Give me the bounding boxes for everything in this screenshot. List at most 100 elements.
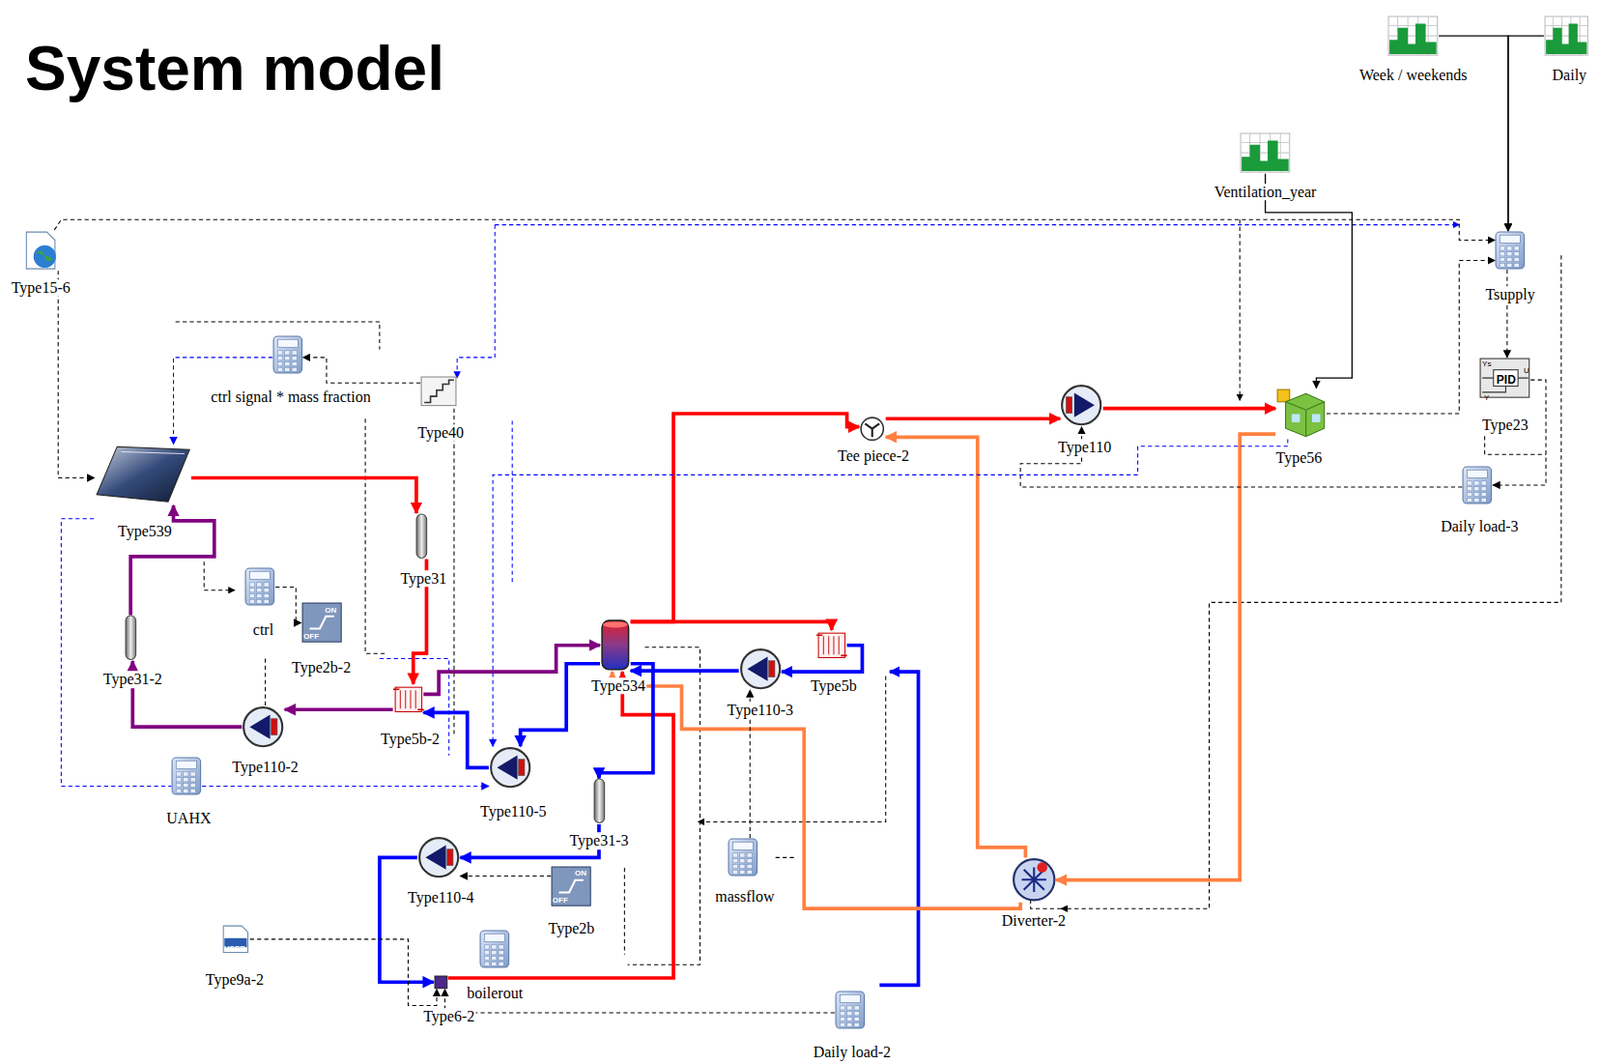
icon-part: [425, 844, 446, 869]
icon-part: [264, 594, 270, 599]
component-node: Type40: [420, 375, 458, 407]
control-connector: [54, 219, 1495, 240]
icon-part: [96, 447, 190, 503]
icon-part: [264, 599, 270, 603]
icon-part: [1499, 262, 1505, 267]
icon-part: [250, 599, 256, 603]
icon-part: [490, 747, 530, 787]
component-label: Type110-2: [230, 758, 300, 776]
icon-part: [424, 379, 455, 402]
icon-part: [491, 956, 497, 961]
icon-part: [746, 853, 752, 858]
icon-part: [485, 950, 490, 955]
signal-wire: [512, 420, 514, 582]
component-label: Type110-4: [406, 889, 476, 908]
icon-part: [277, 362, 283, 367]
icon-part: [839, 1005, 845, 1010]
icon-part: [559, 879, 584, 892]
icon-part: [854, 1023, 859, 1028]
icon-part: [1514, 257, 1519, 261]
icon-part: [1493, 369, 1518, 386]
icon-part: [491, 950, 497, 955]
icon-part: [498, 944, 504, 949]
calc-icon: [272, 335, 304, 374]
icon-part: [1507, 251, 1513, 256]
icon-part: [746, 656, 768, 681]
icon-part: [496, 755, 517, 780]
title: System model: [25, 34, 445, 103]
component-node: Tsupply: [1494, 230, 1526, 270]
sched-icon: [1239, 132, 1291, 173]
component-label: Type31-3: [568, 831, 629, 850]
control-wire: [775, 857, 795, 858]
component-node: Diverter-2: [1011, 857, 1057, 902]
component-label: Type56: [1275, 449, 1324, 467]
control-connector: [201, 785, 489, 787]
signal-wire: [457, 225, 495, 378]
icon-part: [1462, 466, 1492, 504]
control-wire: [628, 647, 701, 965]
calc-icon: [1494, 230, 1526, 270]
icon-text: OFF: [552, 896, 569, 905]
icon-part: [854, 1011, 859, 1016]
icon-part: [190, 776, 196, 781]
component-node: Daily load-3: [1461, 465, 1493, 505]
icon-part: [1499, 251, 1505, 256]
icon-part: [1467, 491, 1473, 496]
icon-part: [1481, 497, 1486, 502]
pipe-connector: [285, 707, 394, 712]
control-connector: [492, 438, 1288, 746]
component-label: Type31: [399, 570, 448, 588]
component-label: Type5b: [809, 677, 858, 695]
icon-part: [1481, 491, 1486, 496]
icon-part: [1285, 394, 1325, 437]
control-wire: [175, 321, 380, 350]
pipe-connector: [630, 413, 860, 622]
icon-part: [447, 849, 454, 866]
component-label: massflow: [714, 888, 775, 907]
pipe-connector: [885, 436, 1027, 858]
icon-part: [183, 782, 189, 787]
icon-part: [1544, 25, 1588, 27]
signal-wire: [60, 518, 172, 787]
icon-part: [1544, 34, 1588, 36]
icon-part: [36, 250, 54, 260]
icon-part: [421, 376, 457, 406]
bldg-icon: [1275, 387, 1327, 439]
icon-part: [175, 219, 1562, 965]
icon-part: [865, 423, 881, 437]
icon-part: [485, 944, 490, 949]
icon-part: [33, 244, 57, 267]
component-node: Type15-6: [20, 229, 61, 271]
control-connector: [459, 875, 551, 877]
icon-text: USER: [224, 944, 246, 953]
icon-part: [1467, 480, 1473, 485]
icon-part: [250, 571, 271, 579]
pipe-blue: [879, 671, 918, 985]
icon-part: [264, 582, 270, 587]
icon-part: [740, 864, 745, 869]
icon-part: [246, 568, 276, 605]
icon-part: [740, 869, 745, 874]
icon-part: [1545, 23, 1587, 55]
pipe-connector: [885, 416, 1061, 421]
icon-part: [741, 649, 780, 688]
div-icon: [1011, 857, 1057, 902]
icon-text: OFF: [303, 632, 319, 641]
component-node: Ventilation_year: [1239, 132, 1291, 173]
component-node: Type110: [1059, 383, 1103, 427]
component-node: Type539: [94, 443, 192, 505]
icon-text: ON: [324, 606, 337, 615]
pumpL-icon: [417, 835, 460, 879]
icon-part: [732, 853, 738, 858]
icon-part: [816, 634, 848, 656]
pumpL-icon: [488, 745, 532, 789]
control-wire: [1239, 219, 1241, 400]
component-node: Type110-5: [488, 745, 532, 789]
hx-icon: [816, 629, 848, 661]
icon-part: [176, 760, 198, 769]
component-node: Week / weekends: [1387, 15, 1439, 57]
component-label: Week / weekends: [1358, 66, 1469, 85]
pipe-connector: [379, 857, 434, 982]
